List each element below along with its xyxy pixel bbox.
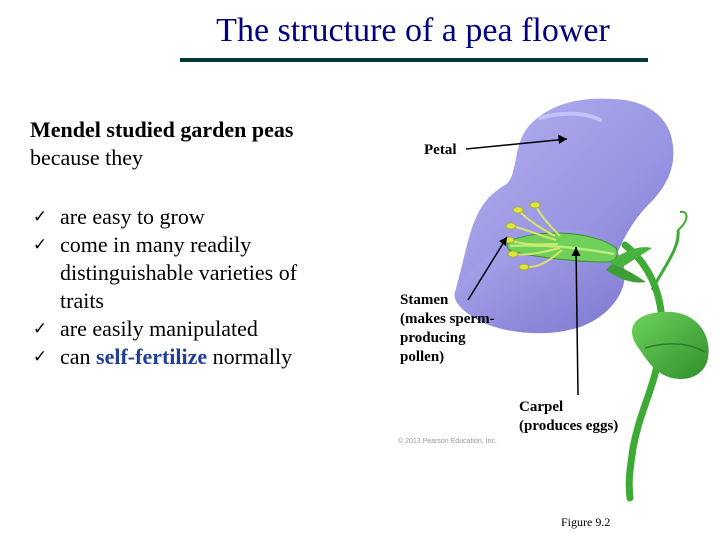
bullet-suffix: normally — [207, 344, 293, 369]
figure-caption: Figure 9.2 — [561, 515, 611, 529]
slide-title: The structure of a pea flower — [216, 12, 610, 49]
list-item: ✓ come in many readily distinguishable v… — [30, 231, 330, 315]
leaf — [631, 311, 709, 380]
check-icon: ✓ — [32, 347, 48, 367]
bullet-text: are easy to grow — [60, 204, 205, 229]
label-pointer-lines — [465, 134, 581, 396]
reason-list: ✓ are easy to grow ✓ come in many readil… — [30, 203, 330, 371]
carpel — [506, 232, 618, 263]
stamen-pointer-arrowhead — [499, 237, 507, 246]
bullet-text: are easily manipulated — [60, 316, 258, 341]
carpel-label-line: Carpel — [519, 399, 564, 415]
stamen-pointer-line — [467, 236, 508, 301]
check-icon: ✓ — [32, 235, 48, 255]
stamen-label-line: Stamen — [400, 292, 449, 308]
bullet-prefix: can — [60, 344, 97, 369]
list-item: ✓ are easy to grow — [30, 203, 330, 231]
check-icon: ✓ — [32, 207, 48, 227]
title-underline — [180, 58, 648, 62]
list-item: ✓ can self-fertilize normally — [30, 343, 330, 371]
intro-bold: Mendel studied garden peas — [30, 117, 294, 142]
stamen-label-line: (makes sperm- — [400, 311, 495, 327]
bullet-text: come in many readily distinguishable var… — [60, 232, 298, 313]
intro-tail: because they — [30, 145, 143, 170]
stamen-label-line: pollen) — [400, 349, 445, 365]
copyright-notice: © 2013 Pearson Education, Inc. — [398, 438, 497, 445]
carpel-pointer-line — [575, 246, 579, 396]
sepals — [606, 247, 652, 283]
petal-label: Petal — [424, 142, 457, 158]
stamen-label-line: producing — [400, 330, 466, 346]
petal-pointer-arrowhead — [558, 134, 567, 144]
carpel-pointer-arrowhead — [571, 247, 581, 256]
carpel-label: Carpel (produces eggs) — [519, 398, 669, 436]
carpel-label-line: (produces eggs) — [519, 418, 619, 434]
check-icon: ✓ — [32, 319, 48, 339]
stamen-label: Stamen (makes sperm- producing pollen) — [400, 291, 530, 367]
list-item: ✓ are easily manipulated — [30, 315, 330, 343]
stamens — [503, 201, 563, 271]
intro-text: Mendel studied garden peas because they — [30, 116, 330, 172]
stem — [621, 210, 688, 502]
highlighted-term: self-fertilize — [96, 344, 208, 369]
petal-pointer-line — [465, 138, 568, 150]
